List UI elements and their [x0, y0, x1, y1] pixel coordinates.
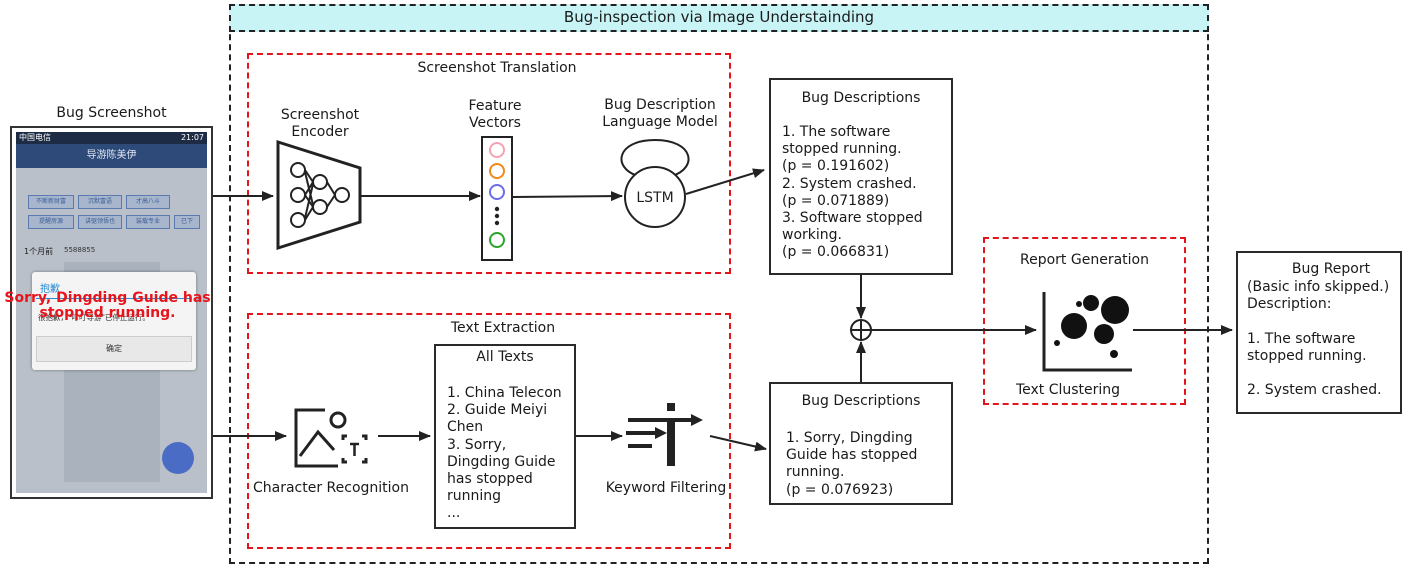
- merge-node: [850, 319, 872, 341]
- report-generation-title: Report Generation: [1020, 252, 1149, 268]
- text-line: Bug Description: [604, 97, 716, 113]
- diagram-title: Bug-inspection via Image Understainding: [563, 8, 875, 26]
- dialog-message: 很抱歉，"叮叮导游"已停止运行。: [38, 313, 150, 322]
- bug-descriptions-top-title: Bug Descriptions: [801, 90, 921, 106]
- lstm-label: LSTM: [636, 190, 673, 206]
- phone-screenshot: 中国电信 21:07 导游陈美伊 不断新财富 沉默富语 才高八斗 提醒房源 讲驱…: [10, 126, 213, 499]
- bug-descriptions-top: [769, 78, 953, 275]
- text-line: Encoder: [291, 124, 349, 140]
- phone-tag: 提醒房源: [28, 215, 74, 229]
- text-line: stopped running.: [39, 305, 176, 321]
- phone-app-title: 导游陈美伊: [16, 144, 207, 168]
- bug-descriptions-bottom-title: Bug Descriptions: [801, 393, 921, 409]
- phone-tag: 不断新财富: [28, 195, 74, 209]
- all-texts-title: All Texts: [476, 349, 534, 365]
- dialog-ok-button[interactable]: 确定: [36, 336, 192, 362]
- keyword-filtering-label: Keyword Filtering: [605, 480, 727, 496]
- dialog-divider: [36, 298, 192, 299]
- bug-report-box: [1236, 251, 1402, 414]
- filter-icon: [626, 403, 703, 466]
- flow-arrows: [213, 168, 1233, 452]
- image-ocr-icon: [294, 408, 368, 468]
- phone-label: 1个月前: [24, 247, 54, 256]
- vector-circle: [489, 142, 505, 158]
- dialog-title: 抱歉: [40, 284, 60, 295]
- phone-tag: 装载专业: [126, 215, 170, 229]
- report-generation-group: [983, 237, 1186, 405]
- text-clustering-icon: [1042, 292, 1132, 372]
- vector-circle: [489, 163, 505, 179]
- error-dialog: 抱歉 很抱歉，"叮叮导游"已停止运行。 确定: [32, 272, 196, 370]
- all-texts-box: [434, 344, 576, 529]
- bug-report-title: Bug Report: [1291, 261, 1371, 277]
- status-carrier: 中国电信: [19, 133, 51, 142]
- phone-tag: 讲驱领悟也: [78, 215, 122, 229]
- lstm-node: LSTM: [620, 138, 690, 228]
- status-time: 21:07: [180, 133, 204, 142]
- dialog-ok-label: 确定: [106, 344, 122, 353]
- feature-vector-column: [481, 136, 513, 261]
- bug-descriptions-bottom: [769, 382, 953, 505]
- phone-tag: 才高八斗: [126, 195, 170, 209]
- text-extraction-title: Text Extraction: [450, 320, 556, 336]
- text-line: Feature: [468, 98, 522, 114]
- floating-action-button[interactable]: [162, 442, 194, 474]
- vector-circle: [489, 184, 505, 200]
- text-extraction-group: [247, 313, 731, 549]
- phone-number: 5588855: [64, 246, 96, 254]
- phone-tag: 已下: [174, 215, 200, 229]
- all-texts-body: 1. China Telecon 2. Guide Meiyi Chen 3. …: [447, 385, 562, 522]
- title-bar: [229, 4, 1209, 32]
- text-line: Language Model: [602, 114, 718, 130]
- phone-status-bar: 中国电信 21:07: [16, 132, 207, 144]
- bug-descriptions-bottom-body: 1. Sorry, Dingding Guide has stopped run…: [786, 430, 918, 498]
- screenshot-translation-group: [247, 53, 731, 274]
- phone-screen: 中国电信 21:07 导游陈美伊 不断新财富 沉默富语 才高八斗 提醒房源 讲驱…: [16, 132, 207, 493]
- bug-descriptions-top-body: 1. The software stopped running. (p = 0.…: [782, 124, 923, 261]
- character-recognition-label: Character Recognition: [252, 480, 409, 496]
- bug-screenshot-caption: Bug Screenshot: [56, 105, 167, 121]
- text-line: Vectors: [469, 115, 521, 131]
- text-line: Screenshot: [280, 107, 360, 123]
- vector-circle: [489, 232, 505, 248]
- screenshot-translation-title: Screenshot Translation: [417, 60, 577, 76]
- text-line: Sorry, Dingding Guide has: [4, 290, 211, 306]
- phone-tag: 沉默富语: [78, 195, 122, 209]
- text-clustering-label: Text Clustering: [1015, 382, 1121, 398]
- bug-report-body: (Basic info skipped.) Description: 1. Th…: [1247, 279, 1390, 399]
- neural-network-icon: [276, 139, 362, 251]
